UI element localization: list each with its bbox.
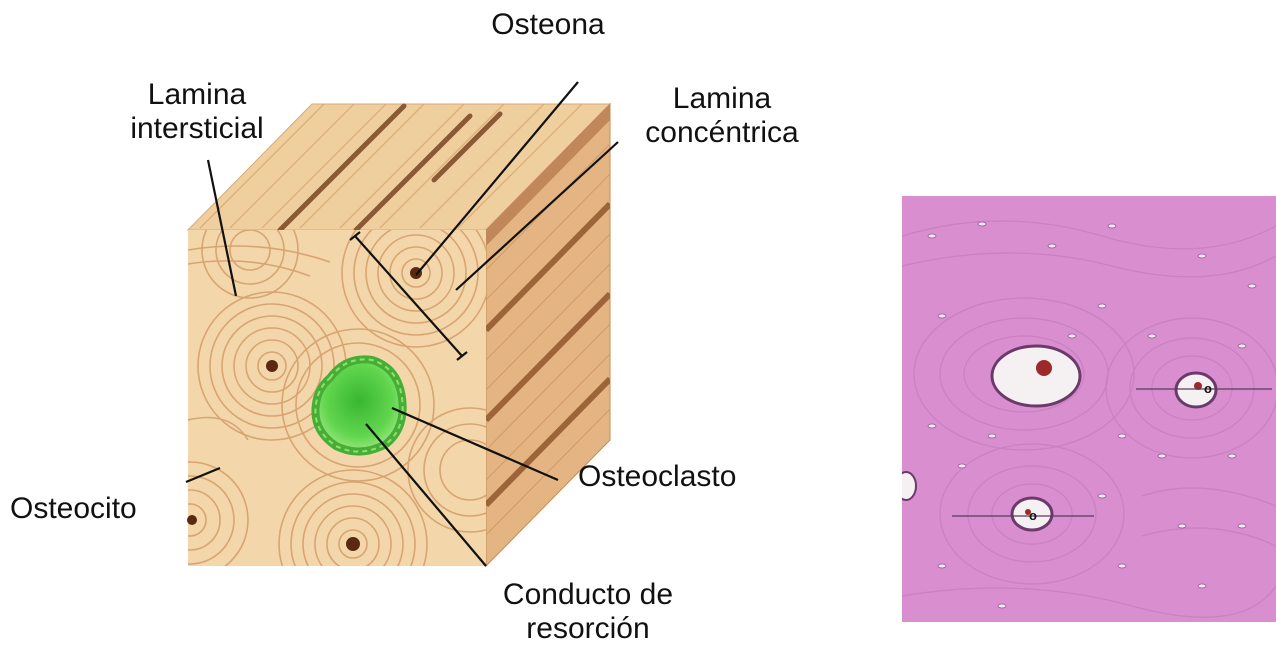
- bone-histology-micrograph: o o: [902, 196, 1276, 622]
- label-conducto-line1: Conducto de: [488, 578, 688, 612]
- label-lamina-concentrica-line1: Lamina: [632, 82, 812, 116]
- label-lamina-intersticial-line2: intersticial: [112, 112, 282, 146]
- label-lamina-intersticial: Lamina intersticial: [112, 78, 282, 146]
- label-lamina-concentrica: Lamina concéntrica: [632, 82, 812, 150]
- label-osteocito: Osteocito: [10, 492, 160, 526]
- label-lamina-concentrica-line2: concéntrica: [632, 116, 812, 150]
- micro-marker-o-1: o: [1204, 381, 1212, 396]
- label-conducto-de-resorcion: Conducto de resorción: [488, 578, 688, 646]
- micro-marker-o-2: o: [1029, 508, 1037, 523]
- label-osteona: Osteona: [468, 8, 628, 42]
- label-conducto-line2: resorción: [488, 612, 688, 646]
- label-lamina-intersticial-line1: Lamina: [112, 78, 282, 112]
- label-osteoclasto: Osteoclasto: [578, 460, 758, 494]
